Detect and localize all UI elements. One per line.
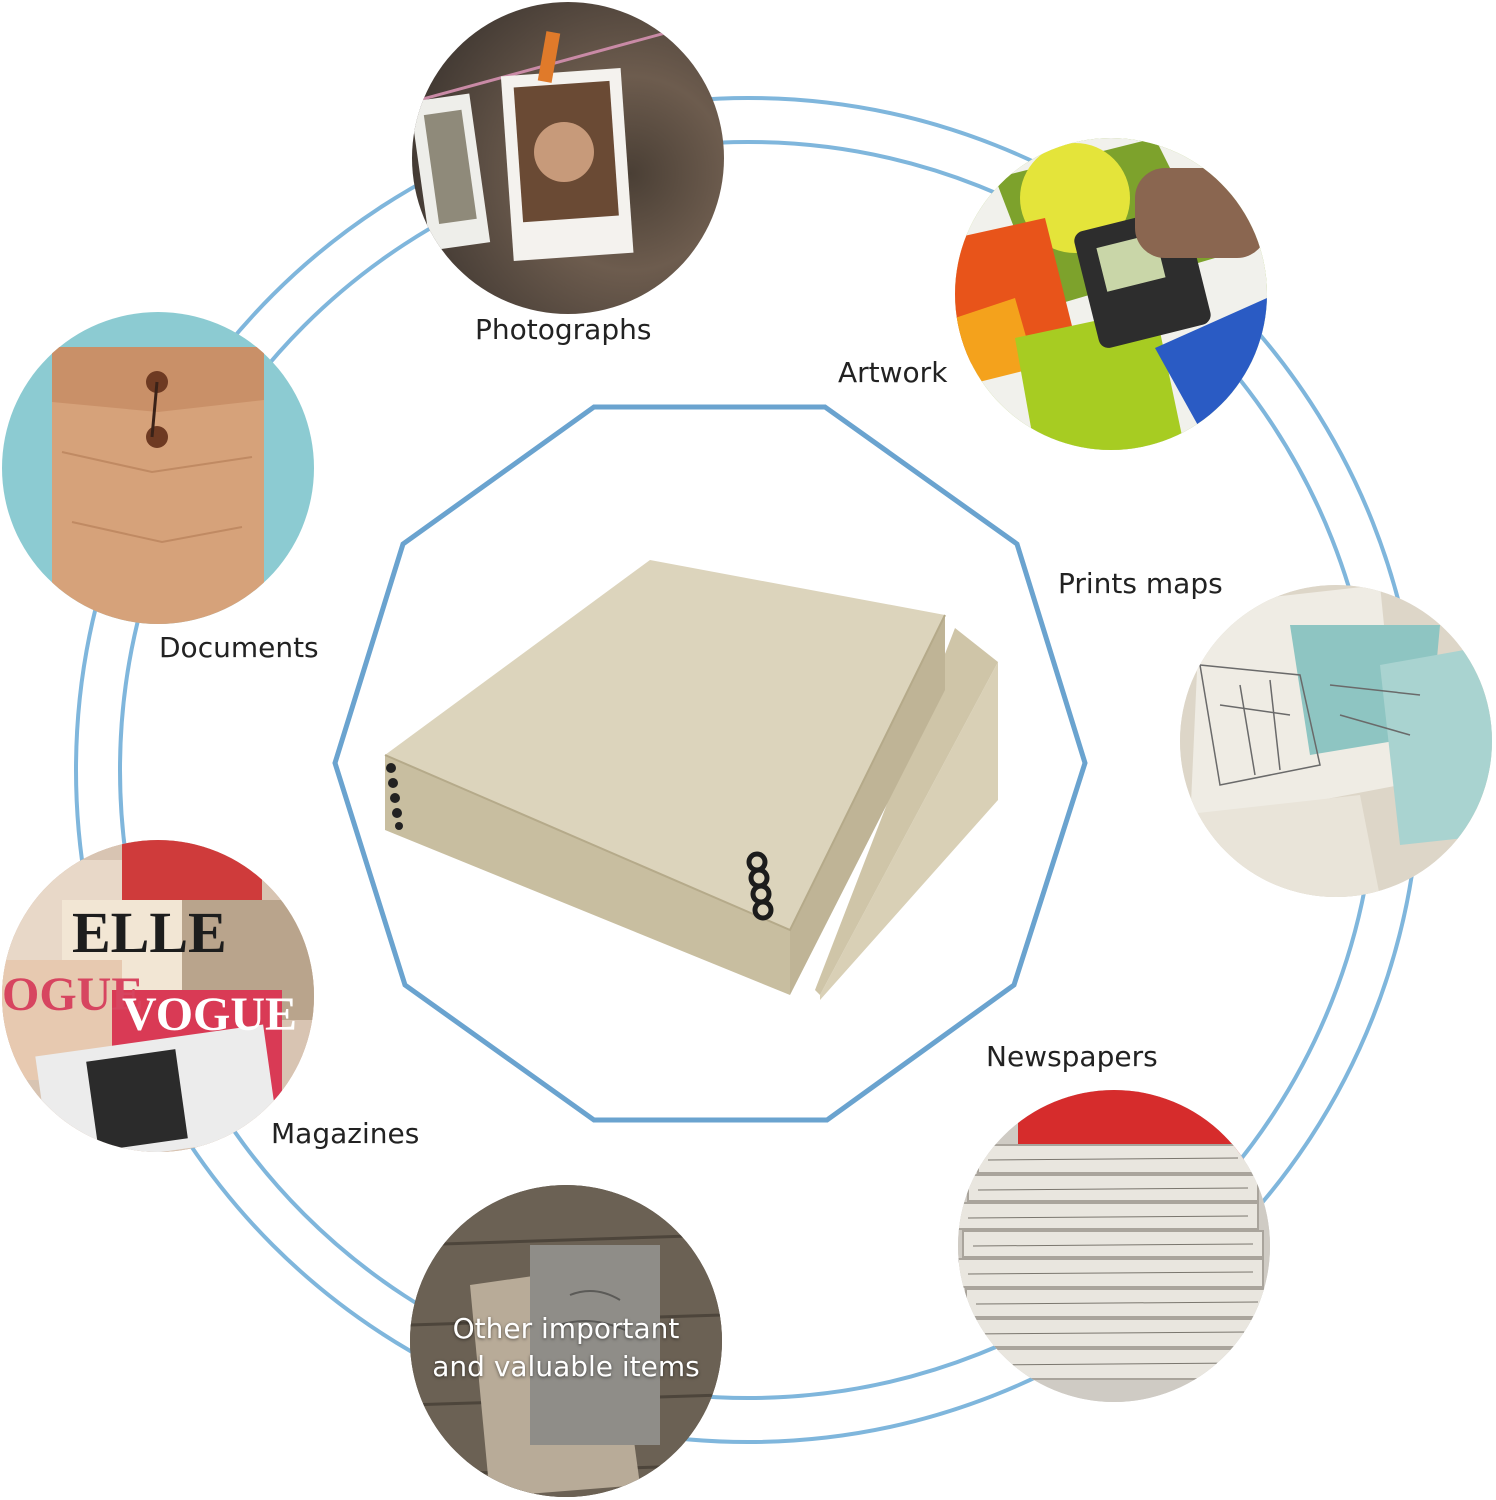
label-prints-maps: Prints maps	[1058, 567, 1223, 600]
other-items-image	[410, 1185, 722, 1497]
artwork-image	[955, 138, 1267, 450]
label-other-line1: Other important	[452, 1312, 680, 1345]
label-magazines: Magazines	[271, 1117, 420, 1150]
magazines-image: ELLE OGUE VOGUE	[2, 840, 314, 1152]
newspapers-image	[958, 1090, 1270, 1402]
svg-text:ELLE: ELLE	[72, 900, 227, 965]
label-photographs: Photographs	[475, 313, 652, 346]
label-artwork: Artwork	[838, 356, 948, 389]
svg-text:VOGUE: VOGUE	[122, 988, 297, 1041]
label-newspapers: Newspapers	[986, 1040, 1158, 1073]
label-other-items: Other important and valuable items	[410, 1310, 722, 1386]
photographs-image	[412, 2, 724, 314]
documents-image	[2, 312, 314, 624]
label-other-line2: and valuable items	[432, 1350, 700, 1383]
prints-maps-image	[1180, 585, 1492, 897]
label-documents: Documents	[159, 631, 319, 664]
svg-text:OGUE: OGUE	[2, 968, 143, 1021]
